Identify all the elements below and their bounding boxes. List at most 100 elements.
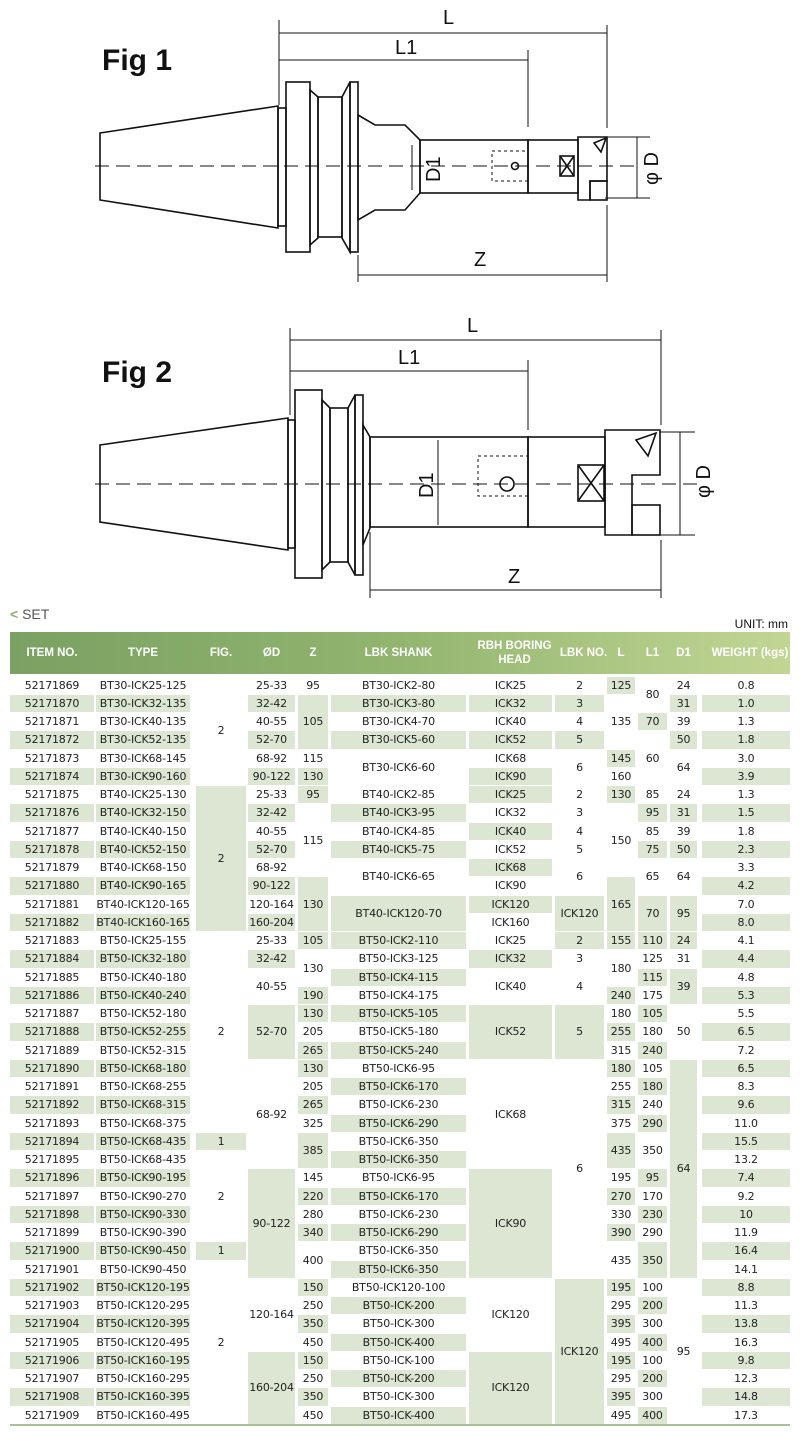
cell-l: 315 bbox=[607, 1096, 635, 1114]
cell-weight: 1.8 bbox=[702, 731, 790, 749]
cell-rbh-boring-head: ICK32 bbox=[469, 950, 552, 968]
cell-lbk-shank: BT50-ICK120-100 bbox=[351, 1280, 446, 1294]
cell-d1: 64 bbox=[670, 1059, 697, 1278]
cell-weight: 1.3 bbox=[737, 715, 755, 729]
cell-type: BT50-ICK68-435 bbox=[99, 1153, 187, 1167]
cell-item-no: 52171907 bbox=[24, 1372, 80, 1386]
cell-z: 145 bbox=[302, 1171, 324, 1185]
cell-lbk-shank: BT30-ICK6-60 bbox=[362, 760, 435, 774]
cell-l: 270 bbox=[607, 1187, 635, 1205]
cell-weight: 1.0 bbox=[702, 694, 790, 712]
cell-l: 145 bbox=[607, 749, 635, 767]
cell-l: 315 bbox=[610, 1043, 632, 1057]
cell-rbh-boring-head: ICK68 bbox=[469, 859, 552, 877]
cell-l1: 105 bbox=[638, 1005, 667, 1023]
fig1-label: Fig 1 bbox=[102, 44, 173, 77]
cell-l1: 70 bbox=[638, 895, 667, 931]
cell-lbk-shank: BT50-ICK6-170 bbox=[331, 1078, 466, 1096]
dim-L: L bbox=[443, 7, 454, 29]
cell-rbh-boring-head: ICK40 bbox=[494, 979, 527, 993]
cell-l1: 180 bbox=[638, 1078, 667, 1096]
cell-od: 120-164 bbox=[249, 897, 294, 911]
cell-z: 95 bbox=[298, 786, 328, 804]
cell-lbk-shank: BT50-ICK4-175 bbox=[358, 988, 439, 1002]
dim-Z: Z bbox=[474, 249, 486, 271]
cell-l1: 200 bbox=[638, 1297, 667, 1315]
cell-lbk-shank: BT50-ICK2-110 bbox=[331, 932, 466, 950]
cell-type: BT50-ICK25-155 bbox=[99, 934, 187, 948]
cell-type: BT50-ICK90-195 bbox=[96, 1169, 190, 1187]
cell-weight: 5.3 bbox=[702, 986, 790, 1004]
cell-weight: 0.8 bbox=[737, 678, 755, 692]
cell-item-no: 52171895 bbox=[24, 1153, 80, 1167]
cell-weight: 8.0 bbox=[702, 913, 790, 931]
cell-type: BT50-ICK120-395 bbox=[96, 1315, 190, 1333]
cell-fig: 2 bbox=[217, 1189, 225, 1203]
cell-l1: 100 bbox=[642, 1280, 663, 1294]
cell-lbk-shank: BT50-ICK-200 bbox=[331, 1370, 466, 1388]
cell-lbk-no: 4 bbox=[576, 824, 583, 838]
cell-item-no: 52171896 bbox=[10, 1169, 94, 1187]
cell-item-no: 52171899 bbox=[24, 1226, 80, 1240]
cell-l: 135 bbox=[610, 715, 632, 729]
cell-rbh-boring-head: ICK160 bbox=[491, 915, 530, 929]
cell-l: 195 bbox=[607, 1351, 635, 1369]
cell-l: 395 bbox=[607, 1388, 635, 1406]
cell-lbk-shank: BT40-ICK2-85 bbox=[362, 788, 435, 802]
cell-od: 52-70 bbox=[248, 731, 295, 749]
cell-d1: 50 bbox=[670, 840, 697, 858]
cell-z: 325 bbox=[302, 1116, 324, 1130]
cell-l1: 80 bbox=[645, 687, 660, 701]
cell-lbk-shank: BT50-ICK-400 bbox=[331, 1333, 466, 1351]
cell-item-no: 52171886 bbox=[10, 986, 94, 1004]
cell-lbk-shank: BT50-ICK6-230 bbox=[358, 1207, 439, 1221]
cell-rbh-boring-head: ICK25 bbox=[494, 934, 527, 948]
cell-item-no: 52171905 bbox=[24, 1335, 80, 1349]
cell-weight: 16.4 bbox=[702, 1242, 790, 1260]
cell-lbk-shank: BT30-ICK4-70 bbox=[362, 715, 435, 729]
header-od: ØD bbox=[262, 647, 281, 659]
cell-lbk-shank: BT50-ICK5-180 bbox=[358, 1025, 439, 1039]
cell-l1: 95 bbox=[638, 1169, 667, 1187]
cell-l1: 75 bbox=[638, 840, 667, 858]
cell-rbh-boring-head: ICK120 bbox=[491, 1308, 530, 1322]
cell-item-no: 52171892 bbox=[10, 1096, 94, 1114]
unit-label: UNIT: mm bbox=[734, 617, 788, 631]
header-l: L bbox=[617, 647, 625, 659]
cell-lbk-shank: BT50-ICK6-350 bbox=[358, 1134, 439, 1148]
cell-d1: 64 bbox=[676, 870, 691, 884]
cell-weight: 3.9 bbox=[702, 767, 790, 785]
cell-l: 295 bbox=[610, 1372, 632, 1386]
cell-type: BT40-ICK32-150 bbox=[96, 804, 190, 822]
cell-z: 450 bbox=[302, 1408, 324, 1422]
cell-weight: 13.8 bbox=[702, 1315, 790, 1333]
cell-rbh-boring-head: ICK68 bbox=[494, 751, 527, 765]
cell-rbh-boring-head: ICK40 bbox=[494, 715, 527, 729]
cell-l1: 290 bbox=[642, 1226, 663, 1240]
cell-type: BT50-ICK90-450 bbox=[99, 1262, 187, 1276]
set-text: SET bbox=[22, 606, 50, 622]
cell-l1: 100 bbox=[642, 1353, 663, 1367]
cell-l: 495 bbox=[610, 1335, 632, 1349]
cell-weight: 9.2 bbox=[737, 1189, 755, 1203]
dim-L1: L1 bbox=[395, 37, 417, 59]
cell-d1: 24 bbox=[670, 932, 697, 950]
cell-lbk-shank: BT50-ICK6-95 bbox=[362, 1061, 435, 1075]
cell-type: BT50-ICK68-315 bbox=[96, 1096, 190, 1114]
cell-lbk-shank: BT50-ICK6-290 bbox=[331, 1224, 466, 1242]
cell-lbk-shank: BT50-ICK6-95 bbox=[362, 1171, 435, 1185]
cell-lbk-no: 3 bbox=[555, 694, 604, 712]
cell-weight: 4.2 bbox=[702, 877, 790, 895]
cell-item-no: 52171894 bbox=[10, 1132, 94, 1150]
cell-weight: 8.3 bbox=[737, 1080, 755, 1094]
fig2-dimension-labels: L L1 Z D1 φ D bbox=[398, 315, 715, 588]
cell-z: 205 bbox=[302, 1025, 324, 1039]
cell-item-no: 52171884 bbox=[10, 950, 94, 968]
cell-l: 295 bbox=[610, 1299, 632, 1313]
cell-od: 25-33 bbox=[256, 788, 287, 802]
cell-lbk-no: 5 bbox=[555, 1005, 604, 1059]
cell-l1: 240 bbox=[642, 1098, 663, 1112]
cell-type: BT50-ICK160-395 bbox=[96, 1388, 190, 1406]
cell-item-no: 52171878 bbox=[10, 840, 94, 858]
